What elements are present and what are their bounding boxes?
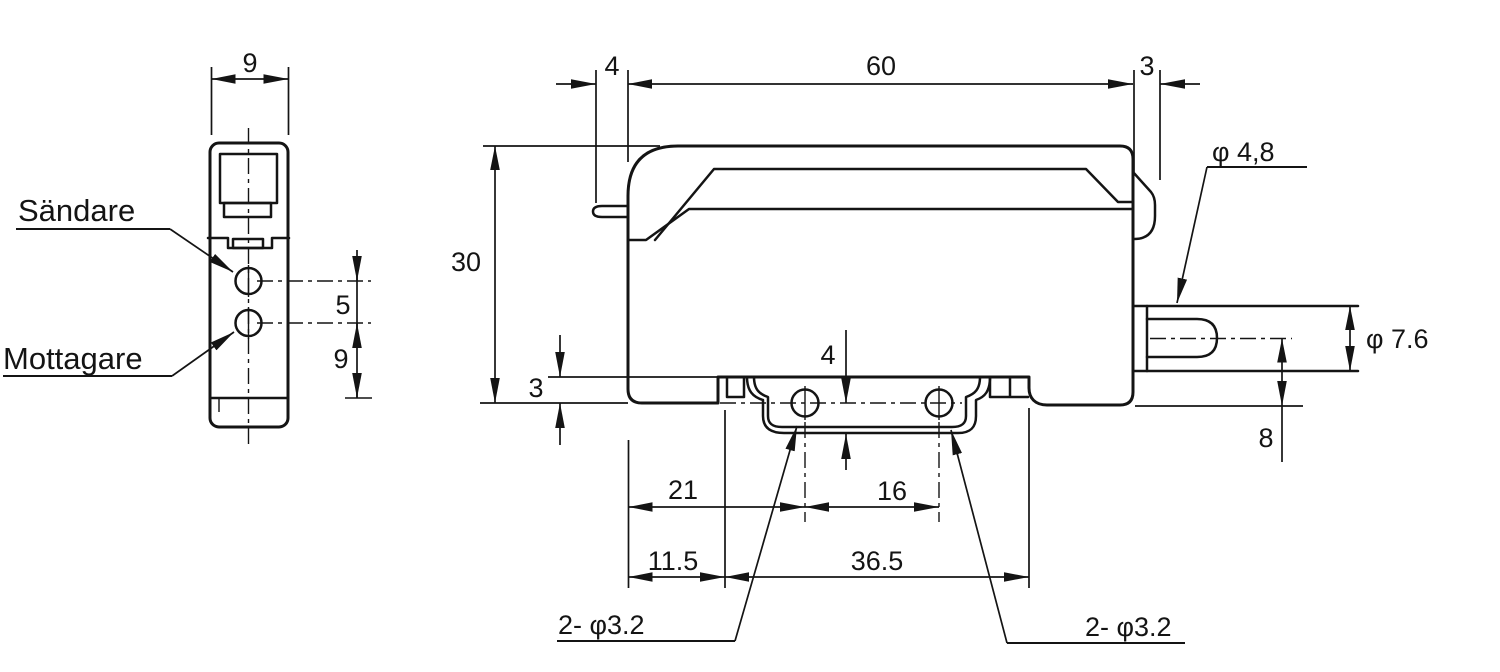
bracket-inner-wall xyxy=(752,375,982,429)
dim-cable-dia-leader xyxy=(1176,166,1208,304)
emitter-label: Sändare xyxy=(18,193,135,228)
connector-lip xyxy=(222,201,273,219)
bracket-right-tab xyxy=(988,375,1030,399)
dim-height-ext-lines xyxy=(480,145,660,404)
mounting-latch xyxy=(1131,170,1157,241)
bracket-outer-wall xyxy=(745,375,992,435)
front-view: 4 60 3 30 3 4 21 16 11.5 36.5 2- φ3.2 2- xyxy=(451,51,1200,644)
dim-left-to-bracket-label: 11.5 xyxy=(648,546,699,576)
dim-cable-dia-label: φ 4,8 xyxy=(1212,137,1275,167)
dim-foot-height-label: 3 xyxy=(528,373,543,403)
dim-hole-to-bottom-label: 4 xyxy=(820,340,835,370)
emitter-leader xyxy=(169,228,234,273)
bracket-left-tab xyxy=(725,375,746,399)
dim-hook-offset-label: 4 xyxy=(604,51,619,81)
cable-exit: φ 4,8 φ 7.6 8 xyxy=(1131,137,1429,462)
cover-parting-line-lower xyxy=(626,207,1135,242)
dim-center-height-label: 8 xyxy=(1258,423,1273,453)
receiver-leader xyxy=(171,331,235,377)
dim-lens-spacing-label: 5 xyxy=(335,290,350,320)
dim-body-length-label: 60 xyxy=(866,51,896,81)
side-view: 9 5 9 Sändare Mottagare xyxy=(3,48,372,447)
dim-sheath-dia-label: φ 7.6 xyxy=(1366,324,1429,354)
dim-left-to-hole-label: 21 xyxy=(668,475,698,505)
note-left-leader xyxy=(734,425,798,642)
note-right-leader xyxy=(950,429,1008,644)
dim-width-label: 9 xyxy=(242,48,257,78)
dim-bracket-ext-lines xyxy=(724,408,1030,588)
dim-lens-to-bottom-label: 9 xyxy=(333,344,348,374)
dim-bracket-length-label: 36.5 xyxy=(851,546,904,576)
dim-top-ext-lines xyxy=(595,70,1161,203)
cover-parting-line-upper xyxy=(653,167,1135,242)
front-view-outline xyxy=(626,144,1135,407)
mounting-holes-note-right: 2- φ3.2 xyxy=(1085,612,1172,642)
receiver-label: Mottagare xyxy=(3,341,143,376)
dim-body-height-label: 30 xyxy=(451,247,481,277)
mounting-hook xyxy=(591,204,630,219)
dim-latch-width-label: 3 xyxy=(1139,51,1154,81)
mounting-bracket xyxy=(690,375,1030,435)
mounting-holes-note-left: 2- φ3.2 xyxy=(558,610,645,640)
cable-sheath xyxy=(1131,304,1360,373)
dim-hole-pitch-label: 16 xyxy=(877,476,907,506)
